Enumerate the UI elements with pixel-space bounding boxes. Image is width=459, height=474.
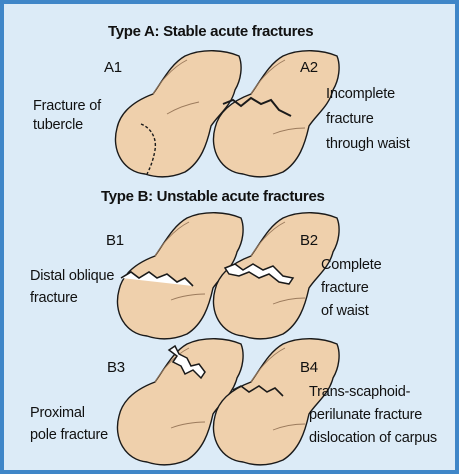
- code-b4: B4: [300, 358, 318, 377]
- code-b2: B2: [300, 231, 318, 250]
- code-a1: A1: [104, 58, 122, 77]
- heading-type-a: Type A: Stable acute fractures: [108, 23, 313, 40]
- label-b4: Trans-scaphoid- perilunate fracture disl…: [309, 381, 437, 450]
- code-b3: B3: [107, 358, 125, 377]
- label-a1: Fracture of tubercle: [33, 97, 101, 135]
- code-b1: B1: [106, 231, 124, 250]
- label-a2: Incomplete fracture through waist: [326, 82, 410, 157]
- heading-type-b: Type B: Unstable acute fractures: [101, 188, 325, 205]
- code-a2: A2: [300, 58, 318, 77]
- label-b3: Proximal pole fracture: [30, 402, 108, 446]
- label-b2: Complete fracture of waist: [321, 254, 381, 323]
- label-b1: Distal oblique fracture: [30, 265, 114, 309]
